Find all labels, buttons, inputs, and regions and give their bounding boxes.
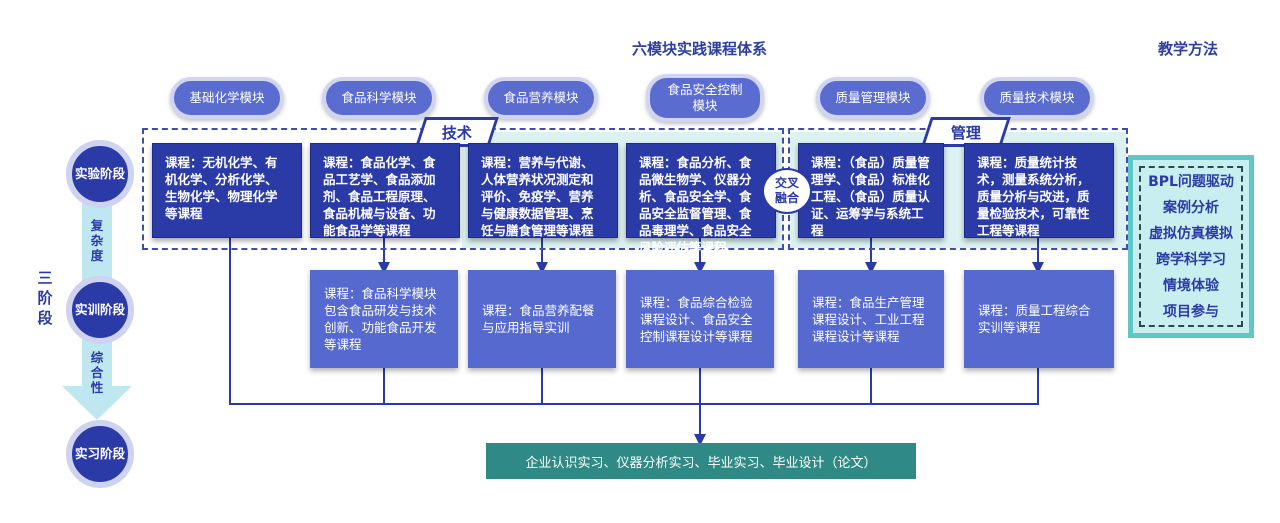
stage2-course-quality-technology: 课程：质量工程综合实训等课程 [964,270,1114,368]
stage-internship: 实习阶段 [66,420,134,488]
module-quality-management: 质量管理模块 [816,77,930,119]
method-item: 项目参与 [1163,303,1219,320]
stage-training: 实训阶段 [66,276,134,344]
stage1-course-food-safety: 课程：食品分析、食品微生物学、仪器分析、食品安全学、食品安全监督管理、食品毒理学… [626,143,776,255]
cross-fusion-badge: 交叉融合 [762,168,812,214]
methods-title: 教学方法 [1158,40,1219,58]
stage1-course-basic-chem: 课程：无机化学、有机化学、分析化学、生物化学、物理化学等课程 [152,143,302,238]
stage1-course-quality-technology: 课程：质量统计技术，测量系统分析，质量分析与改进，质量检验技术，可靠性工程等课程 [964,143,1114,238]
module-food-nutrition: 食品营养模块 [484,77,598,119]
method-item: 虚拟仿真模拟 [1149,225,1233,242]
teaching-methods-panel: BPL问题驱动 案例分析 虚拟仿真模拟 跨学科学习 情境体验 项目参与 [1128,155,1254,338]
system-title: 六模块实践课程体系 [632,40,768,58]
module-basic-chem: 基础化学模块 [170,77,284,119]
complexity-label: 复杂度 [90,218,104,263]
method-item: 跨学科学习 [1156,251,1226,268]
module-food-safety: 食品安全控制模块 [646,74,764,122]
stage2-course-quality-management: 课程：食品生产管理课程设计、工业工程课程设计等课程 [798,270,944,368]
module-food-science: 食品科学模块 [322,77,436,119]
stage1-course-food-nutrition: 课程：营养与代谢、人体营养状况测定和评价、免疫学、营养与健康数据管理、烹饪与膳食… [468,143,618,238]
method-item: 案例分析 [1163,199,1219,216]
internship-bar: 企业认识实习、仪器分析实习、毕业实习、毕业设计（论文） [486,443,916,479]
stage2-course-food-science: 课程：食品科学模块包含食品研发与技术创新、功能食品开发等课程 [310,270,458,368]
comprehensiveness-label: 综合性 [90,350,104,395]
three-stages-label: 三阶段 [37,269,53,327]
stage-experiment: 实验阶段 [66,140,134,208]
method-item: BPL问题驱动 [1148,173,1234,190]
stage1-course-quality-management: 课程：（食品）质量管理学、（食品）标准化工程、（食品）质量认证、运筹学与系统工程 [798,143,944,238]
method-item: 情境体验 [1163,277,1219,294]
stage2-course-food-nutrition: 课程：食品营养配餐与应用指导实训 [468,270,616,368]
stage1-course-food-science: 课程：食品化学、食品工艺学、食品添加剂、食品工程原理、食品机械与设备、功能食品学… [310,143,460,238]
module-quality-technology: 质量技术模块 [980,77,1094,119]
stage2-course-food-safety: 课程：食品综合检验课程设计、食品安全控制课程设计等课程 [626,270,774,368]
